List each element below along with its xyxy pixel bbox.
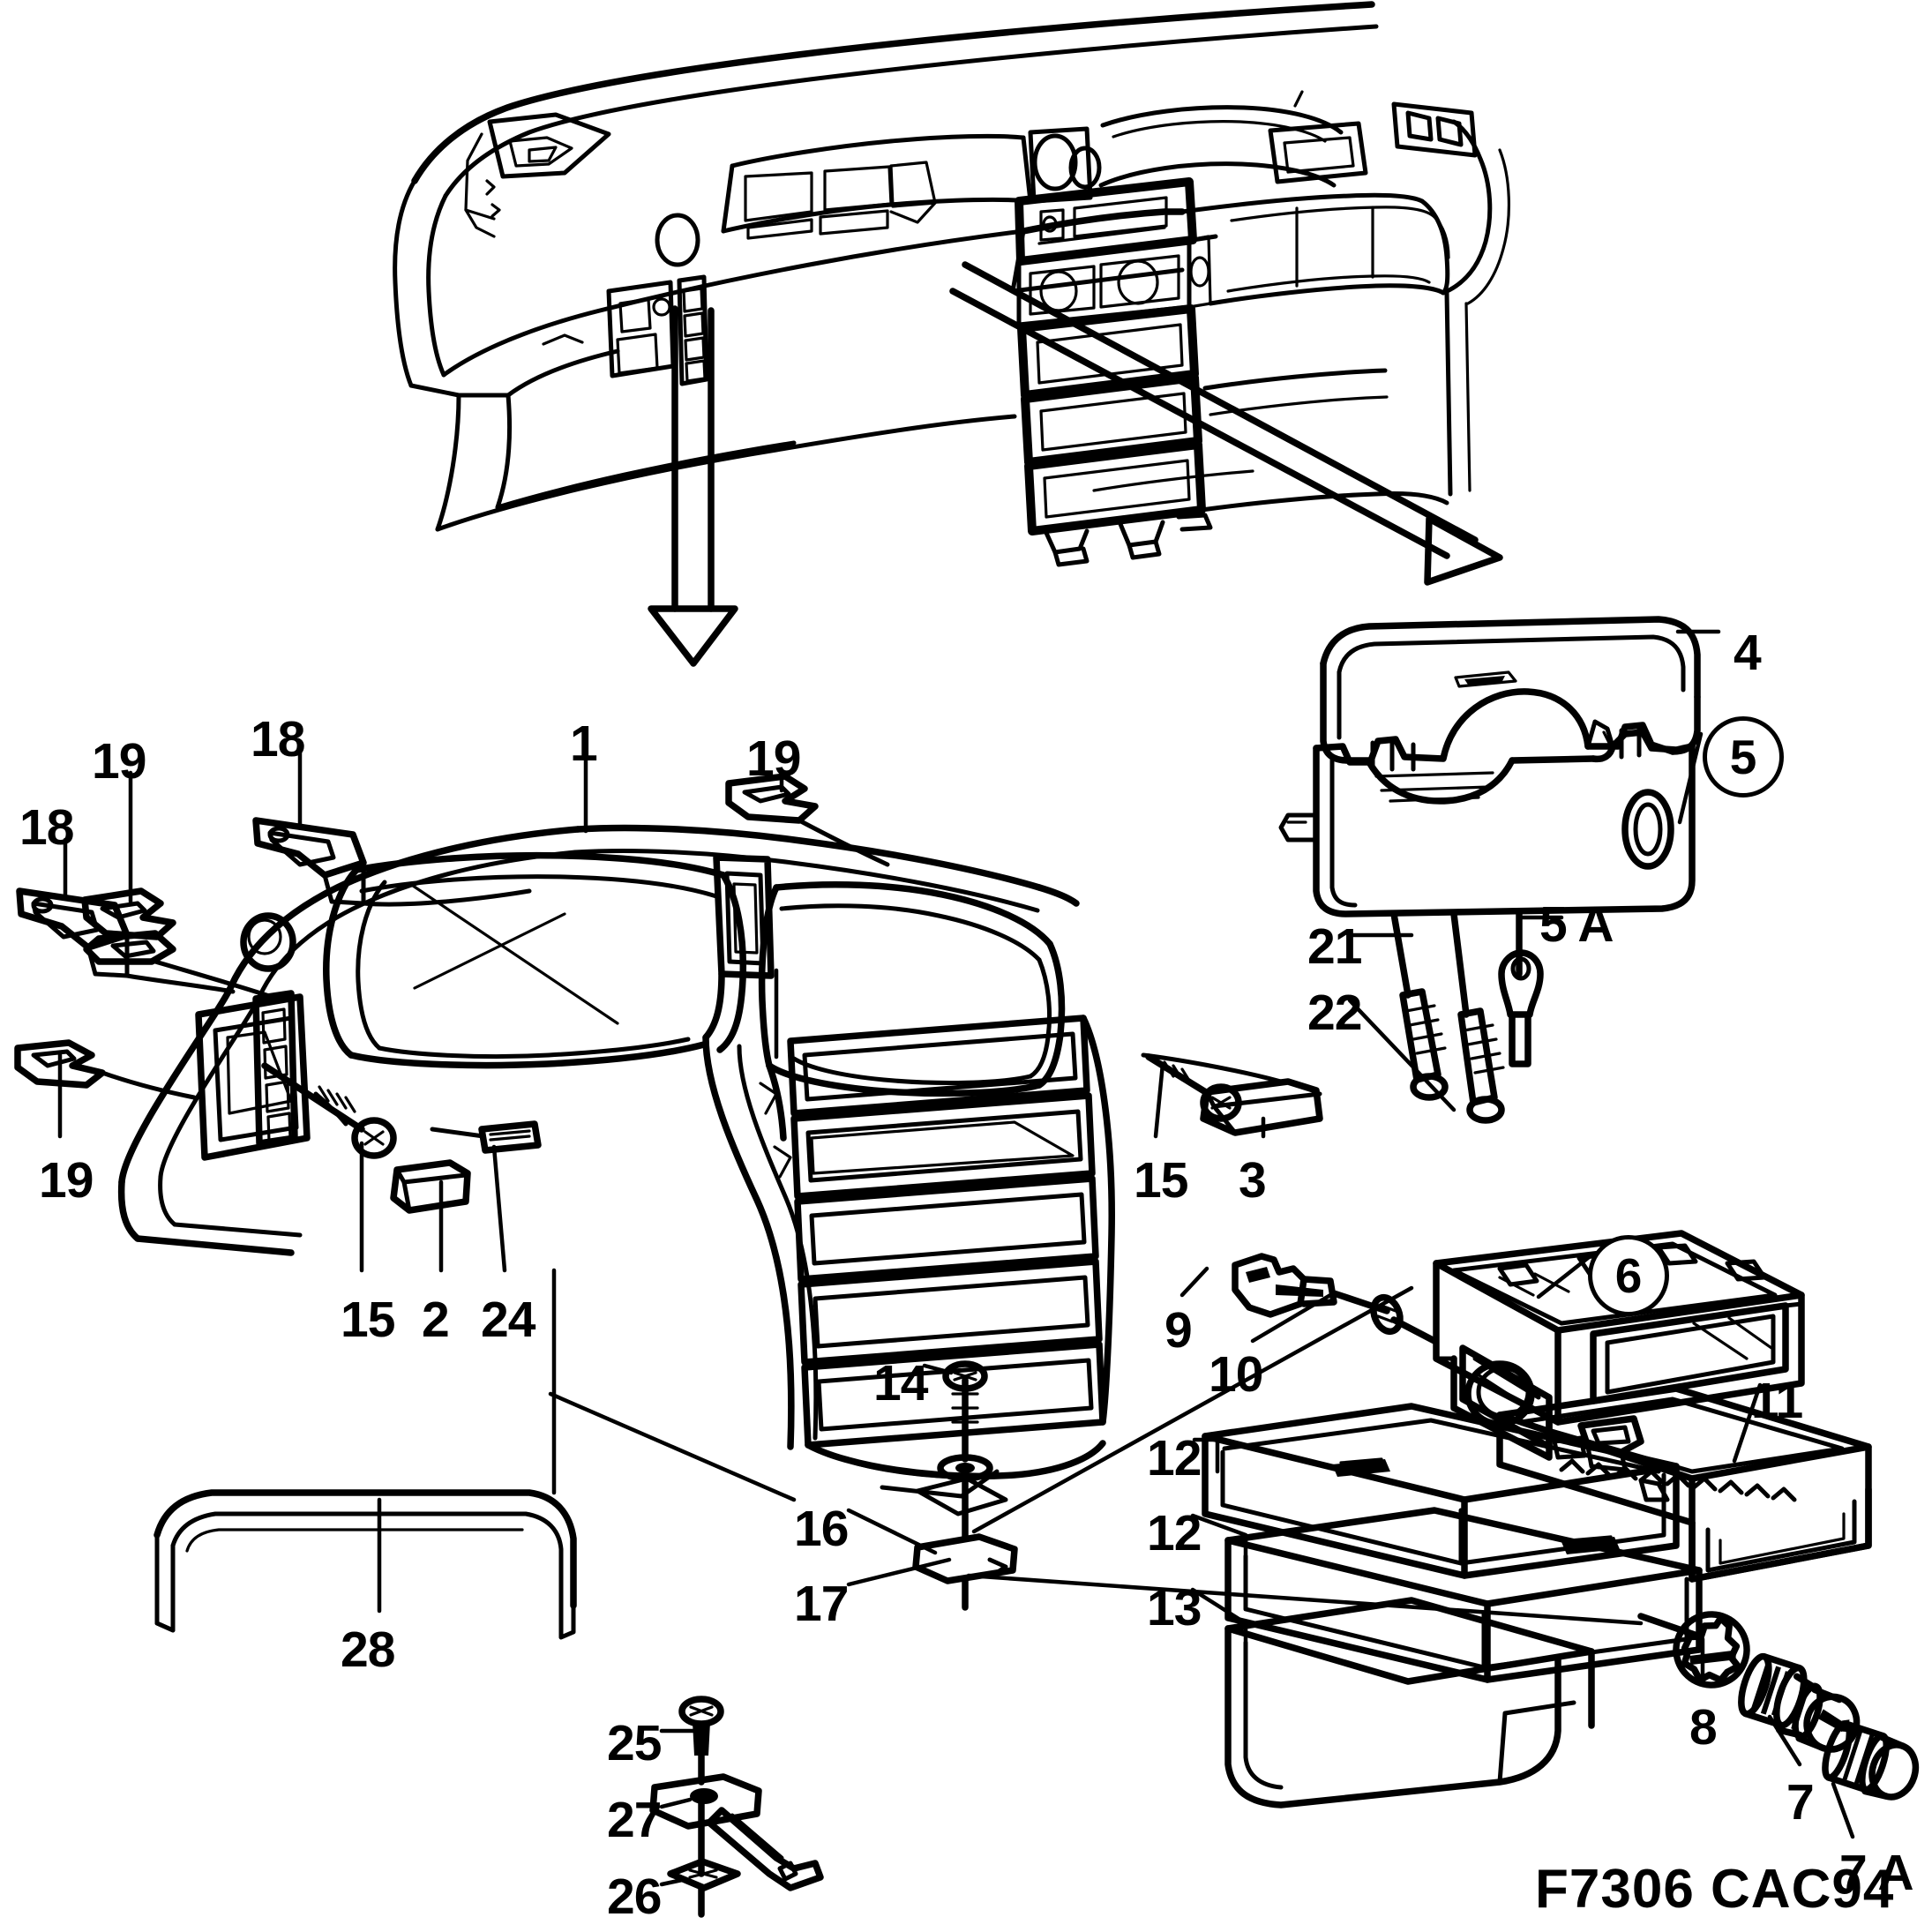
install-arrow-down: [648, 305, 738, 667]
callout-25: 25: [607, 1715, 662, 1771]
callout-15-right: 15: [1134, 1152, 1188, 1209]
callout-19-upper-left: 19: [92, 733, 146, 790]
callout-12-lower: 12: [1147, 1505, 1202, 1561]
callout-22: 22: [1307, 985, 1362, 1041]
callout-4: 4: [1734, 625, 1762, 681]
callout-3: 3: [1239, 1152, 1267, 1209]
dashboard-overview-illustration: [393, 1, 1510, 567]
radio-and-storage-assembly: [1202, 1230, 1920, 1808]
callout-12-upper: 12: [1147, 1430, 1202, 1486]
instrument-panel-assembly: [117, 824, 1115, 1516]
install-arrow-right: [949, 261, 1503, 586]
callout-19-upper-right: 19: [746, 730, 801, 787]
callout-14: 14: [873, 1355, 928, 1412]
callout-13: 13: [1147, 1580, 1202, 1636]
callout-26: 26: [607, 1868, 662, 1925]
callout-18-upper: 18: [251, 711, 305, 768]
trim-and-fasteners: [14, 773, 1323, 1918]
steering-column-cover-assembly: [1278, 616, 1701, 1124]
callout-balloon-6: 6: [1588, 1235, 1669, 1316]
callout-19-lower-left: 19: [39, 1152, 94, 1209]
callout-16: 16: [794, 1501, 849, 1557]
callout-7: 7: [1786, 1774, 1815, 1831]
leader-lines: [57, 629, 1855, 1887]
callout-15-left: 15: [341, 1292, 395, 1348]
callout-27: 27: [607, 1792, 662, 1848]
figure-code: F7306 CAC94: [1535, 1859, 1895, 1920]
callout-5a: 5 A: [1539, 896, 1614, 953]
callout-8: 8: [1689, 1699, 1718, 1756]
callout-11: 11: [1751, 1373, 1803, 1429]
callout-1: 1: [570, 715, 598, 772]
callout-18-left: 18: [19, 799, 74, 856]
callout-24: 24: [481, 1292, 535, 1348]
callout-28: 28: [341, 1621, 395, 1678]
callout-10: 10: [1209, 1346, 1263, 1403]
callout-17: 17: [794, 1576, 849, 1632]
callout-21: 21: [1307, 918, 1362, 975]
callout-2: 2: [422, 1292, 450, 1348]
callout-balloon-5: 5: [1703, 716, 1784, 798]
callout-9: 9: [1164, 1302, 1193, 1359]
callout-7a: 7 A: [1839, 1845, 1914, 1901]
